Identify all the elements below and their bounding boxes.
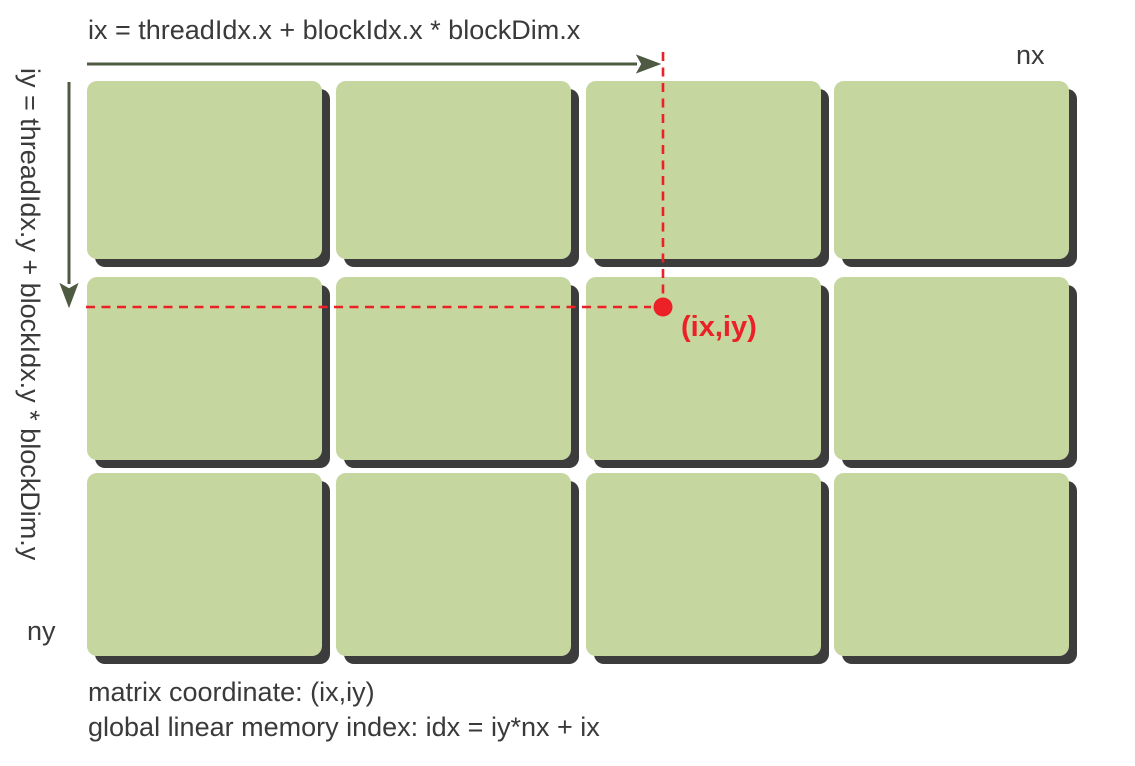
iy-formula-label: iy = threadIdx.y + blockIdx.y * blockDim… [15,68,45,561]
thread-block [834,277,1069,460]
nx-dimension-label: nx [1016,40,1045,70]
thread-block [87,277,322,460]
ix-formula-label: ix = threadIdx.x + blockIdx.x * blockDim… [88,15,581,45]
thread-block [586,81,821,259]
caption-matrix-coordinate: matrix coordinate: (ix,iy) [88,677,375,707]
thread-block [87,81,322,259]
thread-block [336,81,571,259]
thread-block [586,277,821,460]
caption-global-linear-index: global linear memory index: idx = iy*nx … [88,712,600,742]
thread-block [586,473,821,656]
thread-block [834,473,1069,656]
caption-block: matrix coordinate: (ix,iy) global linear… [88,675,600,745]
thread-block [336,277,571,460]
thread-block [336,473,571,656]
thread-block [87,473,322,656]
point-coordinate-label: (ix,iy) [681,311,757,343]
thread-block [834,81,1069,259]
ny-dimension-label: ny [27,616,56,646]
